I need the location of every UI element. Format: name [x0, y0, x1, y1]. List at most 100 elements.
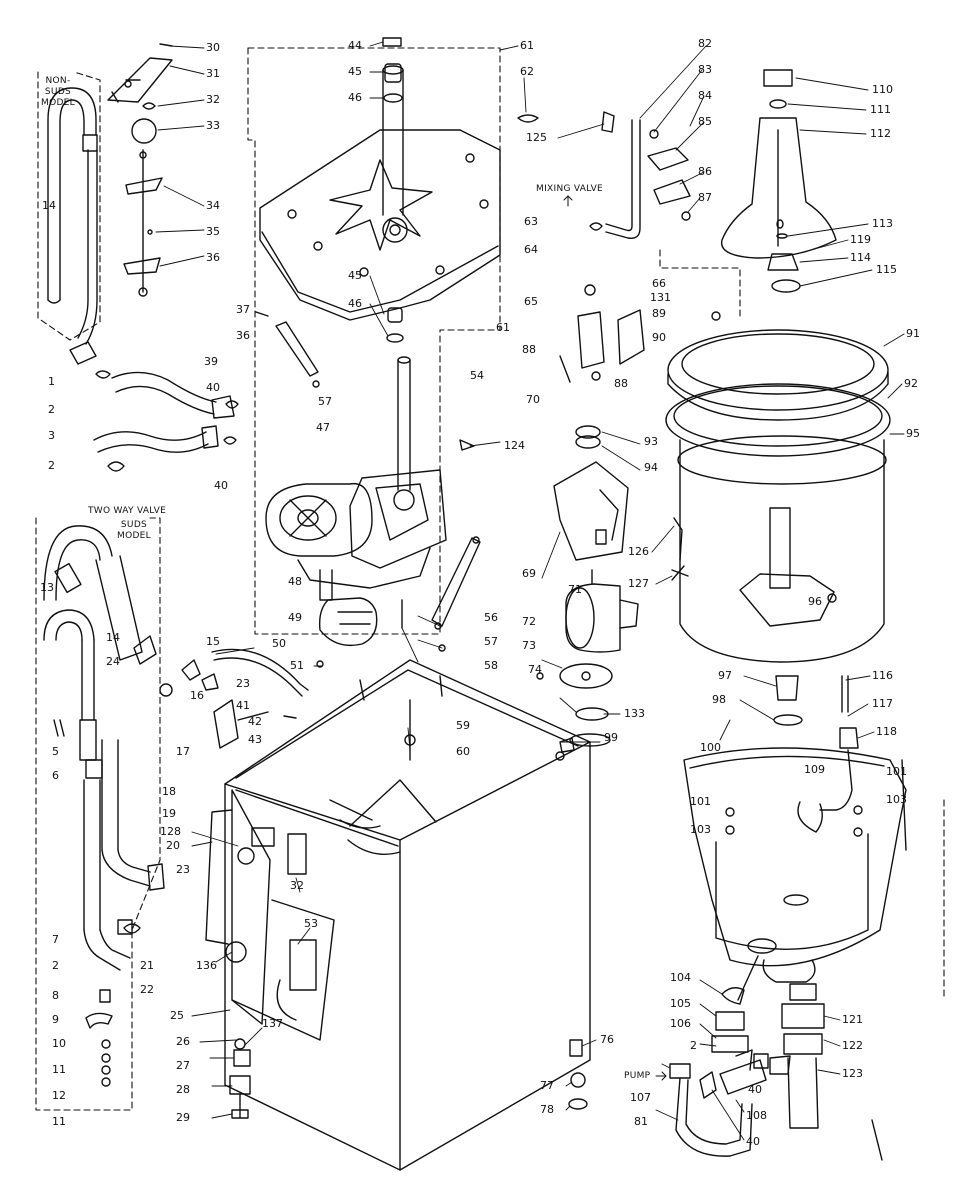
- part-label-107: 107: [630, 1091, 651, 1104]
- suds-model-box: [35, 517, 161, 1111]
- part-label-94: 94: [644, 461, 658, 474]
- part-label-101: 101: [690, 795, 711, 808]
- bracket-and-float: [107, 43, 173, 297]
- part-label-5: 5: [52, 745, 59, 758]
- part-label-57: 57: [484, 635, 498, 648]
- part-label-43: 43: [248, 733, 262, 746]
- part-label-131: 131: [650, 291, 671, 304]
- part-label-74: 74: [528, 663, 542, 676]
- hose-50-and-small-parts: [159, 648, 309, 749]
- caption-non-suds-model-line1: NON-: [45, 76, 71, 86]
- caption-suds-model-line2: MODEL: [117, 531, 151, 541]
- caption-suds-model-line1: SUDS: [120, 520, 148, 530]
- brace-36: [255, 311, 320, 388]
- part-label-114: 114: [850, 251, 871, 264]
- transmission-assembly: [265, 356, 447, 668]
- pump-and-drain: [669, 759, 907, 1161]
- part-label-103: 103: [690, 823, 711, 836]
- part-label-42: 42: [248, 715, 262, 728]
- part-label-29: 29: [176, 1111, 190, 1124]
- part-label-59: 59: [456, 719, 470, 732]
- non-suds-hose: [47, 87, 98, 345]
- part-label-97: 97: [718, 669, 732, 682]
- part-label-93: 93: [644, 435, 658, 448]
- part-label-136: 136: [196, 959, 217, 972]
- part-label-103: 103: [886, 793, 907, 806]
- part-label-40: 40: [748, 1083, 762, 1096]
- part-label-40: 40: [214, 479, 228, 492]
- base-plate: [259, 37, 539, 343]
- part-label-115: 115: [876, 263, 897, 276]
- part-label-51: 51: [290, 659, 304, 672]
- part-label-88: 88: [522, 343, 536, 356]
- part-label-28: 28: [176, 1083, 190, 1096]
- part-label-7: 7: [52, 933, 59, 946]
- part-label-14: 14: [42, 199, 56, 212]
- part-label-108: 108: [746, 1109, 767, 1122]
- part-label-22: 22: [140, 983, 154, 996]
- part-label-36: 36: [206, 251, 220, 264]
- non-suds-model-box: [37, 71, 101, 341]
- part-label-84: 84: [698, 89, 712, 102]
- part-label-98: 98: [712, 693, 726, 706]
- part-label-72: 72: [522, 615, 536, 628]
- part-label-121: 121: [842, 1013, 863, 1026]
- part-label-41: 41: [236, 699, 250, 712]
- caption-mixing-valve: MIXING VALVE: [536, 184, 604, 194]
- suds-model-hoses: [43, 525, 165, 971]
- part-label-13: 13: [40, 581, 54, 594]
- part-label-16: 16: [190, 689, 204, 702]
- part-label-63: 63: [524, 215, 538, 228]
- part-label-87: 87: [698, 191, 712, 204]
- part-label-25: 25: [170, 1009, 184, 1022]
- mixing-valve-parts: [559, 111, 691, 383]
- caption-arrows: [563, 195, 667, 1081]
- part-label-61: 61: [496, 321, 510, 334]
- part-label-86: 86: [698, 165, 712, 178]
- part-label-99: 99: [604, 731, 618, 744]
- part-label-70: 70: [526, 393, 540, 406]
- part-label-50: 50: [272, 637, 286, 650]
- part-label-15: 15: [206, 635, 220, 648]
- part-label-137: 137: [262, 1017, 283, 1030]
- part-label-124: 124: [504, 439, 525, 452]
- outer-tub: [569, 675, 907, 983]
- part-label-31: 31: [206, 67, 220, 80]
- part-label-2: 2: [690, 1039, 697, 1052]
- part-label-122: 122: [842, 1039, 863, 1052]
- part-label-73: 73: [522, 639, 536, 652]
- part-label-127: 127: [628, 577, 649, 590]
- agitator-and-tub-ring: [665, 69, 891, 663]
- caption-non-suds-model-line2: SUDS: [44, 87, 72, 97]
- part-label-45: 45: [348, 269, 362, 282]
- caption-pump: PUMP: [624, 1071, 651, 1081]
- part-label-17: 17: [176, 745, 190, 758]
- part-label-111: 111: [870, 103, 891, 116]
- part-label-20: 20: [166, 839, 180, 852]
- part-label-92: 92: [904, 377, 918, 390]
- part-label-96: 96: [808, 595, 822, 608]
- link-arm-56: [431, 439, 481, 652]
- part-label-9: 9: [52, 1013, 59, 1026]
- part-label-8: 8: [52, 989, 59, 1002]
- part-label-48: 48: [288, 575, 302, 588]
- part-label-14: 14: [106, 631, 120, 644]
- part-label-91: 91: [906, 327, 920, 340]
- part-label-27: 27: [176, 1059, 190, 1072]
- part-label-123: 123: [842, 1067, 863, 1080]
- part-label-78: 78: [540, 1103, 554, 1116]
- part-label-110: 110: [872, 83, 893, 96]
- part-label-2: 2: [48, 403, 55, 416]
- part-label-46: 46: [348, 91, 362, 104]
- part-label-6: 6: [52, 769, 59, 782]
- part-label-82: 82: [698, 37, 712, 50]
- part-label-30: 30: [206, 41, 220, 54]
- part-label-71: 71: [568, 583, 582, 596]
- cabinet-frame: [205, 659, 591, 1171]
- part-label-1: 1: [48, 375, 55, 388]
- part-label-83: 83: [698, 63, 712, 76]
- part-label-36: 36: [236, 329, 250, 342]
- part-label-128: 128: [160, 825, 181, 838]
